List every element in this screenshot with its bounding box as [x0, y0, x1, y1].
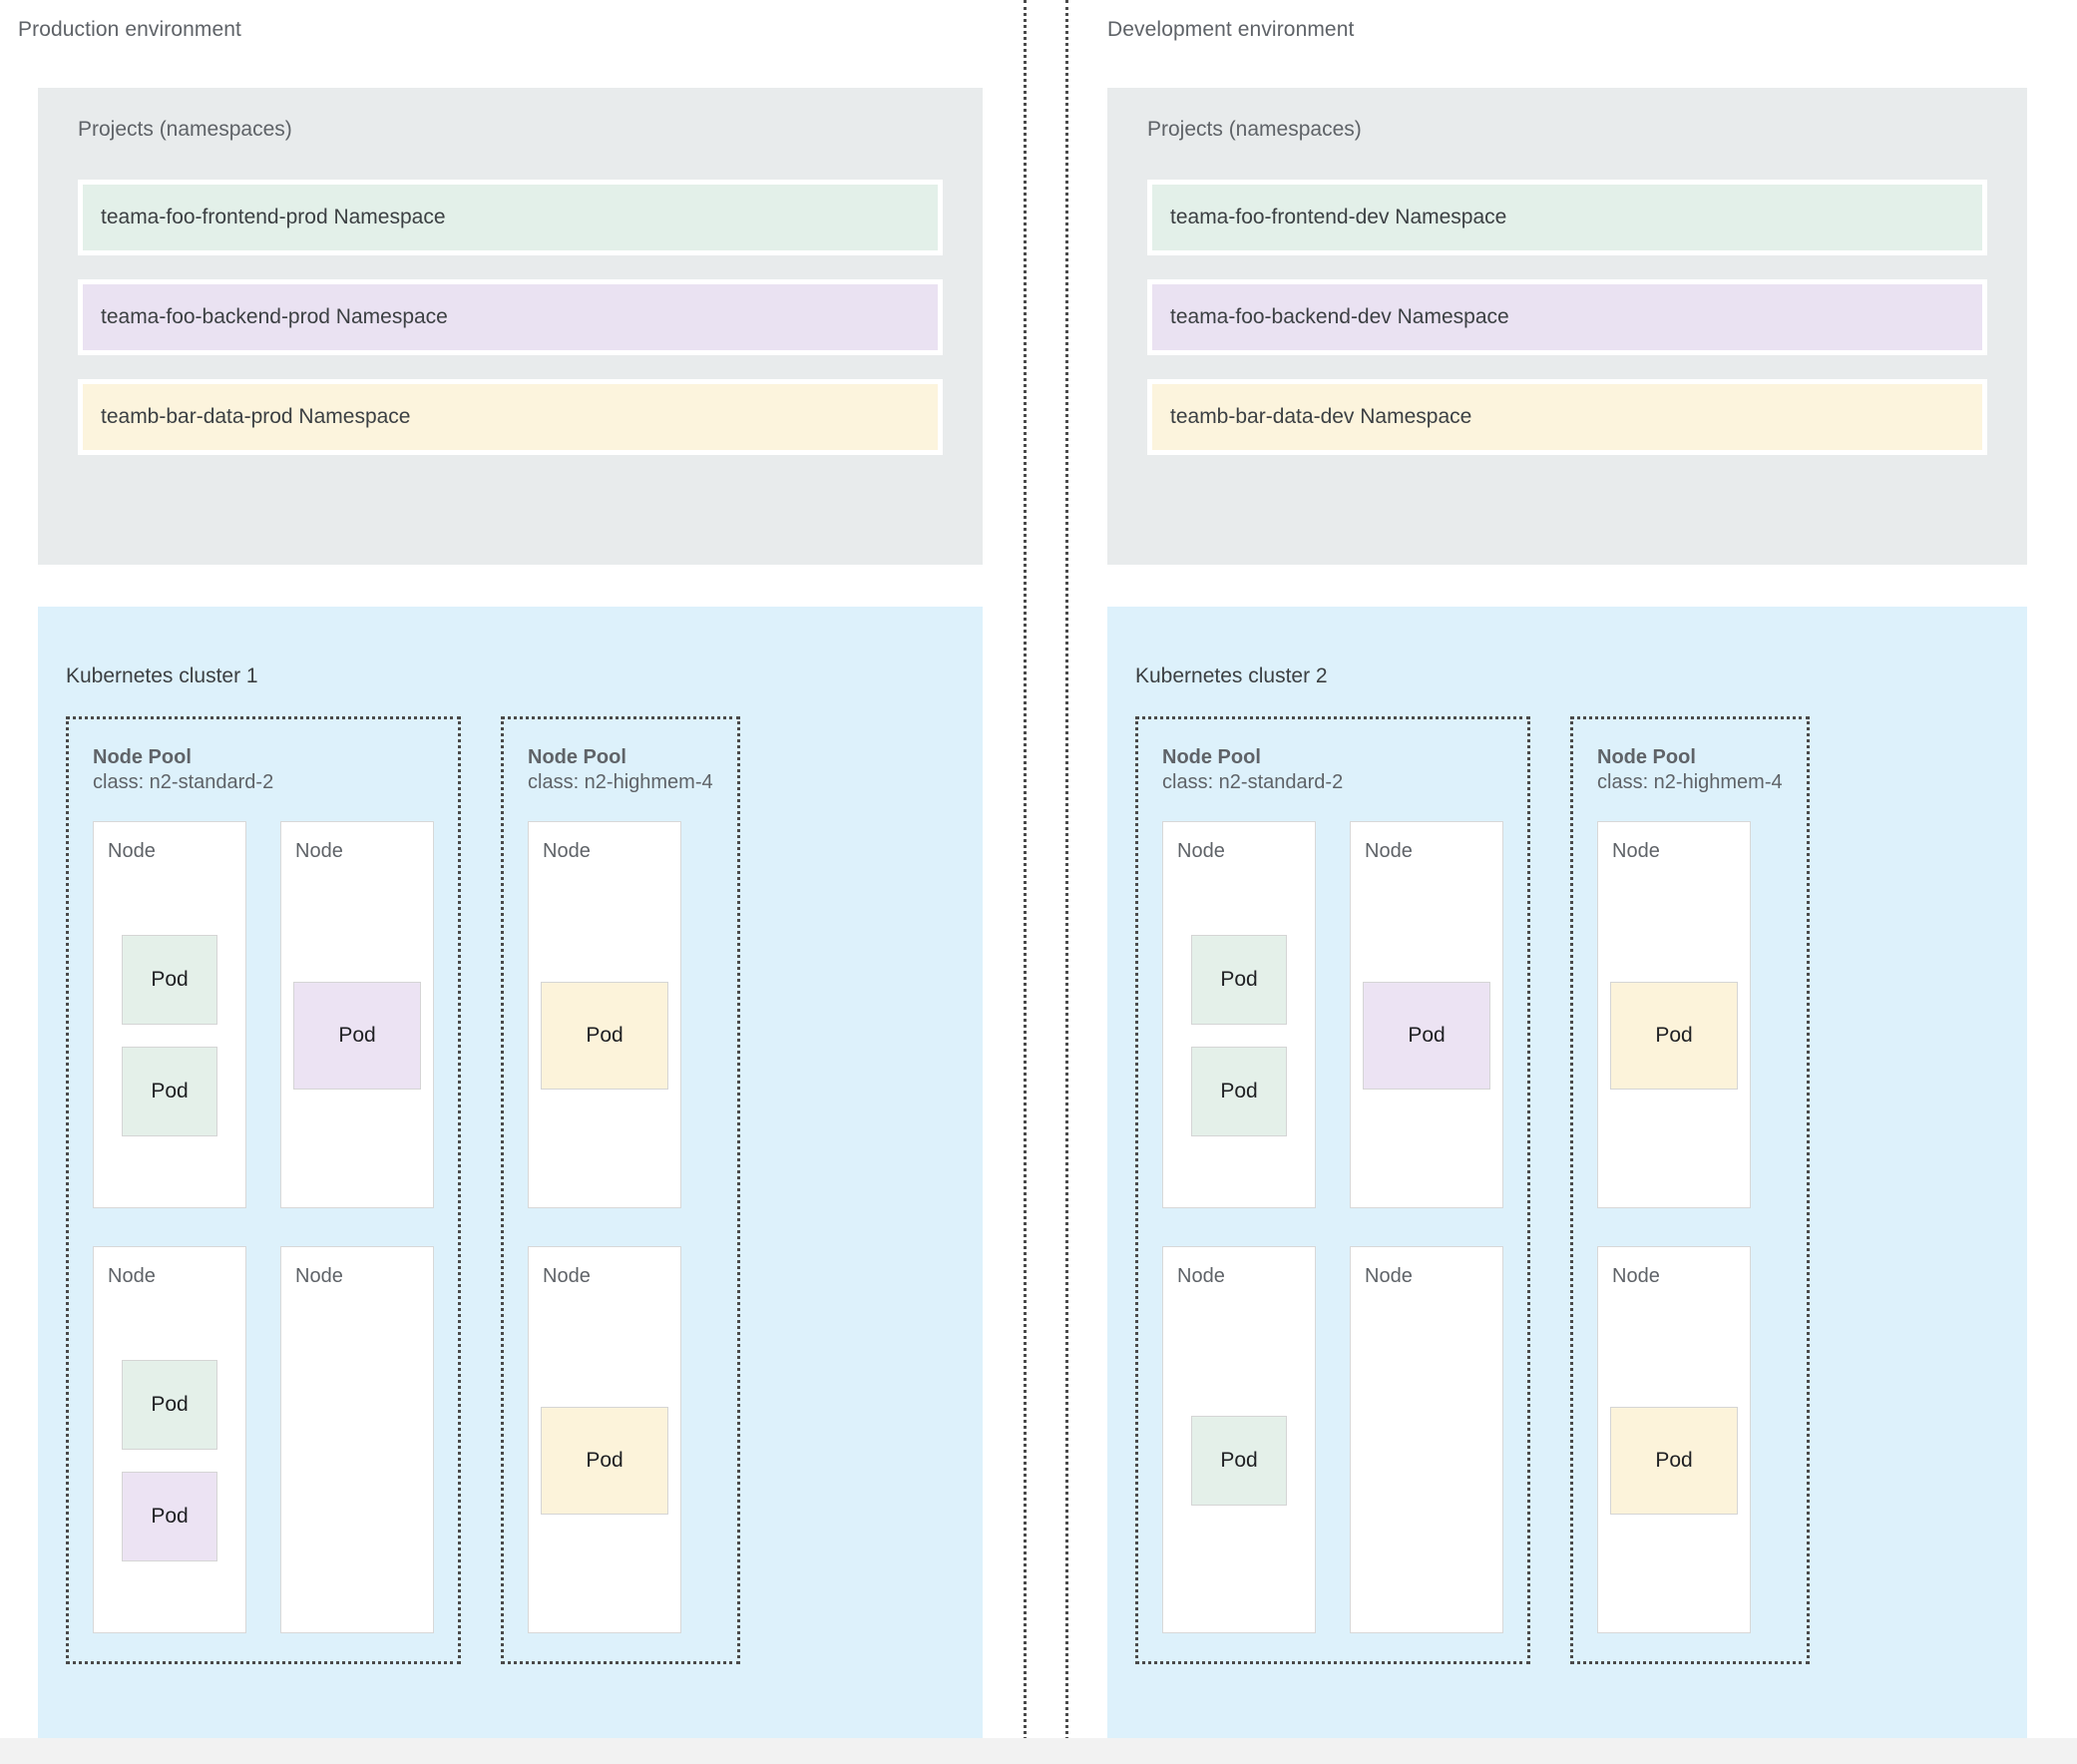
- projects-panel-development: Projects (namespaces) teama-foo-frontend-…: [1107, 88, 2027, 565]
- environment-divider-line-1: [1024, 0, 1027, 1764]
- pod-box[interactable]: Pod: [1191, 1046, 1287, 1136]
- node-label: Node: [1365, 840, 1413, 862]
- node-box[interactable]: Node: [280, 1246, 434, 1633]
- pod-box[interactable]: Pod: [122, 1471, 217, 1561]
- node-pod-area: Pod: [281, 863, 433, 1207]
- node-pod-area: Pod: [529, 1288, 680, 1632]
- node-label: Node: [108, 1265, 156, 1287]
- pod-box[interactable]: Pod: [1610, 1406, 1738, 1515]
- pod-box[interactable]: Pod: [1191, 1415, 1287, 1506]
- pod-box[interactable]: Pod: [541, 981, 668, 1090]
- namespace-label: teama-foo-frontend-prod Namespace: [101, 206, 446, 228]
- node-pool-title: Node Pool: [528, 746, 626, 768]
- node-pool-title: Node Pool: [1597, 746, 1696, 768]
- projects-panel-production: Projects (namespaces) teama-foo-frontend-…: [38, 88, 983, 565]
- namespace-label: teama-foo-backend-prod Namespace: [101, 305, 448, 328]
- node-label: Node: [1365, 1265, 1413, 1287]
- node-label: Node: [543, 1265, 591, 1287]
- pod-box[interactable]: Pod: [122, 1359, 217, 1450]
- pod-box[interactable]: Pod: [1610, 981, 1738, 1090]
- node-pool-header: Node Pool class: n2-standard-2: [93, 745, 434, 795]
- node-pool-class: class: n2-standard-2: [93, 771, 274, 793]
- namespace-label: teamb-bar-data-dev Namespace: [1170, 405, 1472, 428]
- pod-box[interactable]: Pod: [1363, 981, 1490, 1090]
- cluster-title: Kubernetes cluster 2: [1135, 664, 1328, 687]
- node-box[interactable]: Node: [1350, 1246, 1503, 1633]
- node-label: Node: [1612, 1265, 1660, 1287]
- namespace-label: teama-foo-frontend-dev Namespace: [1170, 206, 1507, 228]
- namespace-box[interactable]: teama-foo-frontend-dev Namespace: [1147, 180, 1987, 255]
- node-pool-header: Node Pool class: n2-standard-2: [1162, 745, 1503, 795]
- node-pool-header: Node Pool class: n2-highmem-4: [528, 745, 713, 795]
- cluster-panel-production: Kubernetes cluster 1 Node Pool class: n2-s…: [38, 607, 983, 1738]
- node-label: Node: [1177, 1265, 1225, 1287]
- environment-divider-line-2: [1065, 0, 1068, 1764]
- pod-box[interactable]: Pod: [293, 981, 421, 1090]
- namespace-box[interactable]: teamb-bar-data-prod Namespace: [78, 379, 943, 455]
- namespace-label: teama-foo-backend-dev Namespace: [1170, 305, 1509, 328]
- node-pod-area: [1351, 1288, 1502, 1632]
- projects-panel-title: Projects (namespaces): [1147, 118, 1362, 141]
- node-pod-area: [281, 1288, 433, 1632]
- node-pool-header: Node Pool class: n2-highmem-4: [1597, 745, 1783, 795]
- pod-box[interactable]: Pod: [541, 1406, 668, 1515]
- node-pool-title: Node Pool: [93, 746, 192, 768]
- namespace-box[interactable]: teamb-bar-data-dev Namespace: [1147, 379, 1987, 455]
- environment-title-development: Development environment: [1107, 18, 1355, 41]
- namespace-list: teama-foo-frontend-prod Namespace teama-f…: [78, 180, 943, 455]
- node-pod-area: Pod: [1598, 863, 1750, 1207]
- node-pool-class: class: n2-highmem-4: [1597, 771, 1783, 793]
- namespace-box[interactable]: teama-foo-backend-prod Namespace: [78, 279, 943, 355]
- node-pod-area: Pod: [529, 863, 680, 1207]
- node-label: Node: [1612, 840, 1660, 862]
- node-label: Node: [295, 1265, 343, 1287]
- pod-box[interactable]: Pod: [1191, 934, 1287, 1025]
- node-pod-area: Pod: [1163, 1288, 1315, 1632]
- node-label: Node: [108, 840, 156, 862]
- node-pod-area: Pod: [1351, 863, 1502, 1207]
- node-pool-class: class: n2-highmem-4: [528, 771, 713, 793]
- cluster-panel-development: Kubernetes cluster 2 Node Pool class: n2-s…: [1107, 607, 2027, 1738]
- namespace-label: teamb-bar-data-prod Namespace: [101, 405, 411, 428]
- projects-panel-title: Projects (namespaces): [78, 118, 292, 141]
- namespace-box[interactable]: teama-foo-frontend-prod Namespace: [78, 180, 943, 255]
- node-pool-class: class: n2-standard-2: [1162, 771, 1344, 793]
- cluster-title: Kubernetes cluster 1: [66, 664, 258, 687]
- node-pool-title: Node Pool: [1162, 746, 1261, 768]
- node-label: Node: [543, 840, 591, 862]
- namespace-list: teama-foo-frontend-dev Namespace teama-fo…: [1147, 180, 1987, 455]
- environment-title-production: Production environment: [18, 18, 241, 41]
- node-pod-area: Pod: [1598, 1288, 1750, 1632]
- namespace-box[interactable]: teama-foo-backend-dev Namespace: [1147, 279, 1987, 355]
- pod-box[interactable]: Pod: [122, 934, 217, 1025]
- pod-box[interactable]: Pod: [122, 1046, 217, 1136]
- node-label: Node: [295, 840, 343, 862]
- node-label: Node: [1177, 840, 1225, 862]
- page-bottom-strip: [0, 1738, 2077, 1764]
